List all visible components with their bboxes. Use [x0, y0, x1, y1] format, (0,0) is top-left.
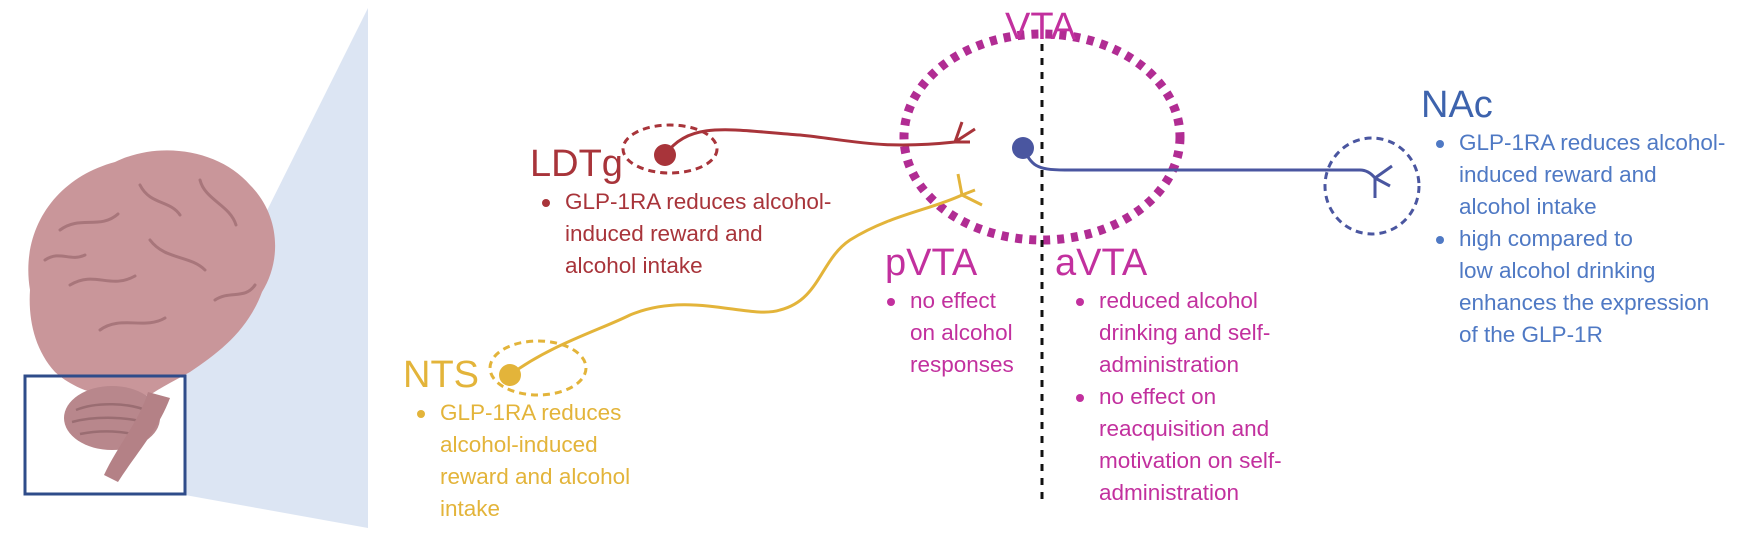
nts-neuron-soma [499, 364, 521, 386]
pvta-title: pVTA [885, 242, 978, 284]
ldtg-bullet-line: alcohol intake [565, 253, 703, 278]
pvta-bullet-list: no effect on alcohol responses [881, 285, 1014, 381]
nts-region-outline [488, 339, 588, 397]
nac-bullet-line: high compared to [1459, 226, 1633, 251]
ldtg-bullet-line: induced reward and [565, 221, 763, 246]
ldtg-bullet-line: GLP-1RA reduces alcohol- [565, 189, 832, 214]
pvta-bullet-line: responses [910, 352, 1014, 377]
brainstem [104, 392, 170, 482]
avta-bullet: no effect on reacquisition and motivatio… [1070, 381, 1282, 509]
nac-bullet-line: low alcohol drinking [1459, 258, 1656, 283]
nac-bullet-line: GLP-1RA reduces alcohol- [1459, 130, 1726, 155]
pvta-bullet-line: on alcohol [910, 320, 1013, 345]
nts-axon-terminal [956, 173, 983, 207]
avta-bullet-line: motivation on self- [1099, 448, 1282, 473]
ldtg-neuron-soma [654, 144, 676, 166]
nts-bullet-line: alcohol-induced [440, 432, 598, 457]
brain-icon [28, 150, 276, 482]
ldtg-axon-terminal [953, 121, 976, 144]
avta-bullet-line: no effect on [1099, 384, 1217, 409]
avta-bullet-line: drinking and self- [1099, 320, 1271, 345]
nac-region-outline [1323, 136, 1421, 236]
nts-bullet-line: intake [440, 496, 501, 521]
nts-bullet-list: GLP-1RA reduces alcohol-induced reward a… [411, 397, 630, 525]
nac-title: NAc [1421, 84, 1493, 126]
avta-bullet-line: administration [1099, 352, 1240, 377]
nts-bullet: GLP-1RA reduces alcohol-induced reward a… [411, 397, 630, 525]
nts-bullet-line: GLP-1RA reduces [440, 400, 622, 425]
zoom-fan [185, 8, 368, 528]
nac-axon-terminal [1373, 164, 1393, 198]
vta-nac-axon [1021, 147, 1377, 179]
ldtg-bullet: GLP-1RA reduces alcohol- induced reward … [536, 186, 831, 282]
ldtg-region-outline [621, 123, 719, 175]
nac-bullet-list: GLP-1RA reduces alcohol- induced reward … [1430, 127, 1725, 351]
nts-axon [509, 193, 963, 377]
nts-title: NTS [403, 354, 479, 396]
ldtg-bullet-list: GLP-1RA reduces alcohol- induced reward … [536, 186, 831, 282]
nac-bullet-line: induced reward and [1459, 162, 1657, 187]
ldtg-axon [663, 128, 956, 156]
avta-title: aVTA [1055, 242, 1148, 284]
nac-bullet: GLP-1RA reduces alcohol- induced reward … [1430, 127, 1725, 223]
ldtg-title: LDTg [530, 143, 623, 185]
avta-bullet-line: reacquisition and [1099, 416, 1270, 441]
vta-region-outline [899, 29, 1185, 245]
avta-bullet: reduced alcohol drinking and self- admin… [1070, 285, 1282, 381]
nac-bullet-line: of the GLP-1R [1459, 322, 1603, 347]
pvta-bullet-line: no effect [910, 288, 996, 313]
nts-bullet-line: reward and alcohol [440, 464, 631, 489]
avta-bullet-list: reduced alcohol drinking and self- admin… [1070, 285, 1282, 509]
nac-bullet-line: enhances the expression [1459, 290, 1710, 315]
avta-bullet-line: reduced alcohol [1099, 288, 1258, 313]
nac-bullet-line: alcohol intake [1459, 194, 1597, 219]
nac-bullet: high compared to low alcohol drinking en… [1430, 223, 1725, 351]
brain-region-highlight-box [23, 374, 187, 496]
pvta-bullet: no effect on alcohol responses [881, 285, 1014, 381]
avta-bullet-line: administration [1099, 480, 1240, 505]
vta-nac-neuron-soma [1012, 137, 1034, 159]
vta-title: VTA [1005, 6, 1077, 48]
